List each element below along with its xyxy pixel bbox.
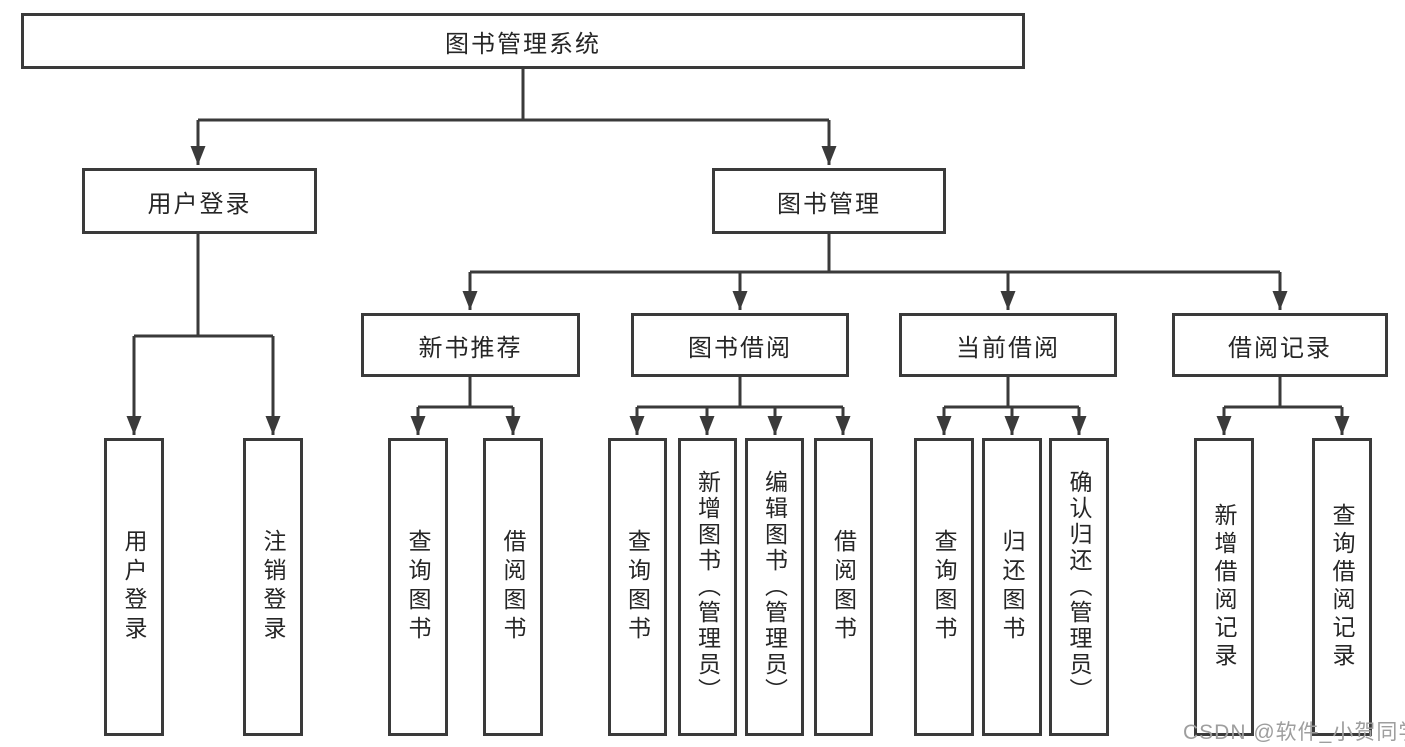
node-root-label: 图书管理系统 xyxy=(445,30,601,58)
leaf-borrow-book-a-label: 借阅图书 xyxy=(500,529,526,645)
leaf-edit-book-admin: 编辑图书（管理员） xyxy=(745,438,804,736)
leaf-query-book-b: 查询图书 xyxy=(608,438,667,736)
node-root: 图书管理系统 xyxy=(21,13,1025,69)
node-user-login-label: 用户登录 xyxy=(147,190,252,218)
leaf-add-book-admin-label: 新增图书（管理员） xyxy=(694,470,721,704)
node-user-login: 用户登录 xyxy=(82,168,317,234)
leaf-return-book-label: 归还图书 xyxy=(999,529,1025,645)
leaf-user-login: 用户登录 xyxy=(104,438,164,736)
node-book-management-label: 图书管理 xyxy=(777,190,881,218)
leaf-query-borrow-record-label: 查询借阅记录 xyxy=(1329,503,1355,671)
leaf-query-book-a-label: 查询图书 xyxy=(405,529,431,645)
node-current-borrowing-label: 当前借阅 xyxy=(956,334,1060,362)
leaf-borrow-book-b: 借阅图书 xyxy=(814,438,873,736)
leaf-user-login-label: 用户登录 xyxy=(121,529,147,645)
leaf-add-book-admin: 新增图书（管理员） xyxy=(678,438,737,736)
node-book-management: 图书管理 xyxy=(712,168,946,234)
leaf-logout: 注销登录 xyxy=(243,438,303,736)
leaf-query-book-a: 查询图书 xyxy=(388,438,448,736)
leaf-confirm-return-admin-label: 确认归还（管理员） xyxy=(1066,470,1092,704)
leaf-query-book-b-label: 查询图书 xyxy=(624,529,651,645)
leaf-borrow-book-b-label: 借阅图书 xyxy=(830,529,857,645)
leaf-borrow-book-a: 借阅图书 xyxy=(483,438,543,736)
node-new-book-recommend: 新书推荐 xyxy=(361,313,580,377)
node-borrowing-records-label: 借阅记录 xyxy=(1228,334,1332,362)
node-current-borrowing: 当前借阅 xyxy=(899,313,1117,377)
leaf-confirm-return-admin: 确认归还（管理员） xyxy=(1049,438,1109,736)
node-new-book-recommend-label: 新书推荐 xyxy=(418,334,523,362)
leaf-logout-label: 注销登录 xyxy=(260,529,286,645)
leaf-query-borrow-record: 查询借阅记录 xyxy=(1312,438,1372,736)
leaf-edit-book-admin-label: 编辑图书（管理员） xyxy=(761,470,788,704)
node-book-borrowing: 图书借阅 xyxy=(631,313,849,377)
csdn-watermark: CSDN @软件_小贺同学 xyxy=(1183,721,1405,744)
leaf-add-borrow-record-label: 新增借阅记录 xyxy=(1211,503,1237,671)
leaf-query-book-c-label: 查询图书 xyxy=(931,529,957,645)
leaf-query-book-c: 查询图书 xyxy=(914,438,974,736)
node-book-borrowing-label: 图书借阅 xyxy=(688,334,792,362)
leaf-add-borrow-record: 新增借阅记录 xyxy=(1194,438,1254,736)
leaf-return-book: 归还图书 xyxy=(982,438,1042,736)
node-borrowing-records: 借阅记录 xyxy=(1172,313,1388,377)
